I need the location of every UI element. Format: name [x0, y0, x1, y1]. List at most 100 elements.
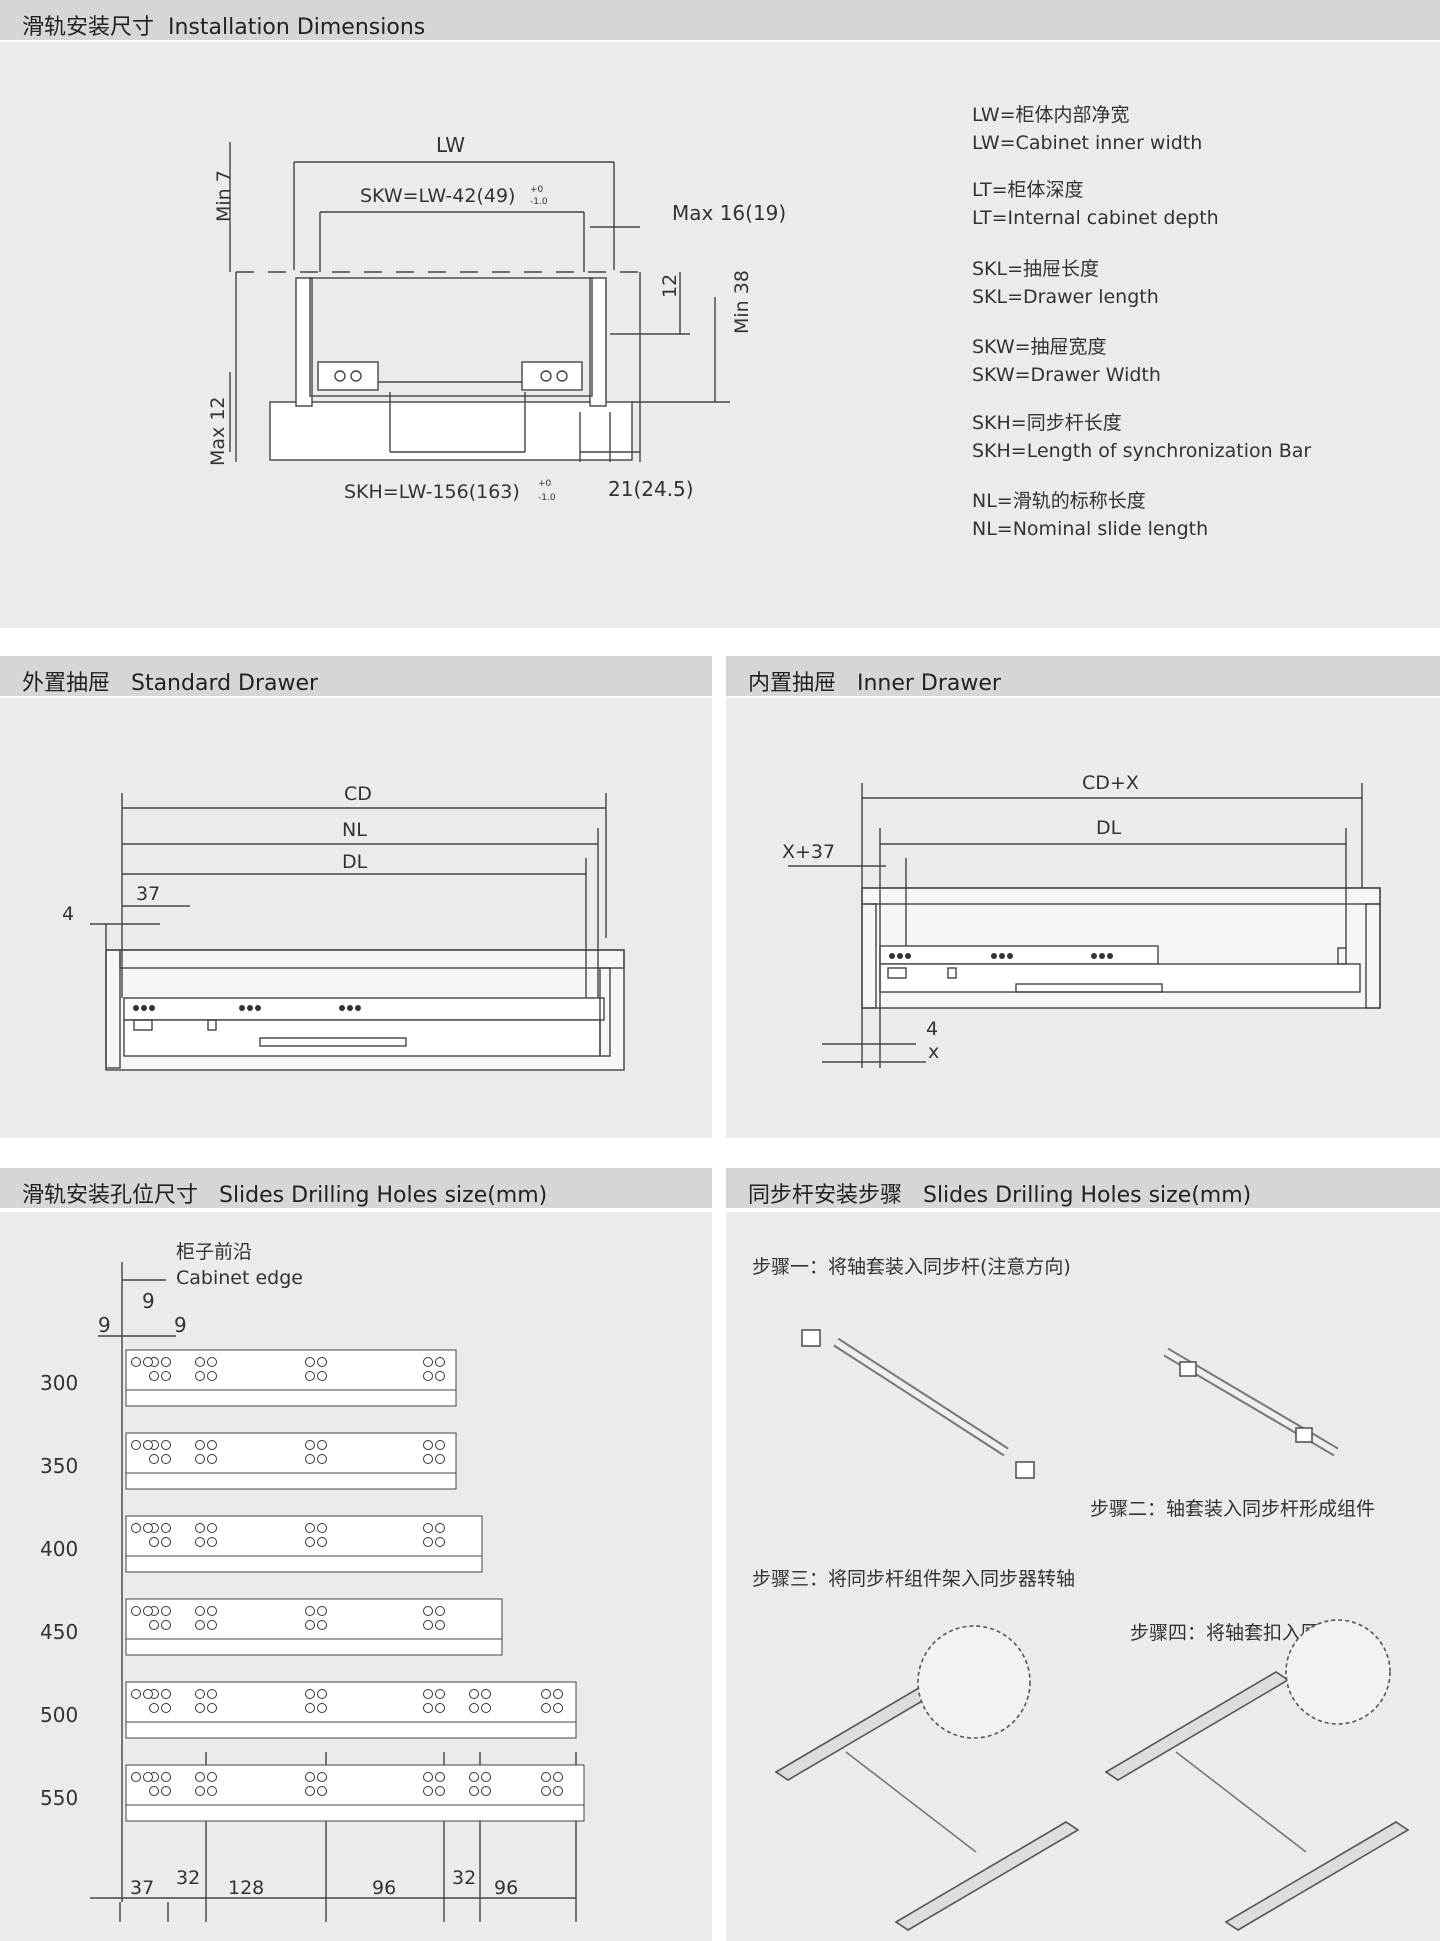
drill-hole — [149, 1703, 159, 1713]
drill-hole — [207, 1537, 217, 1547]
drill-hole — [317, 1703, 327, 1713]
drill-hole — [435, 1371, 445, 1381]
bottom-dim-32b: 32 — [452, 1867, 476, 1889]
drill-hole — [195, 1371, 205, 1381]
drill-hole — [541, 1689, 551, 1699]
drill-hole — [207, 1371, 217, 1381]
slide-rail-lower — [125, 1472, 457, 1490]
drill-hole — [305, 1772, 315, 1782]
drill-hole — [305, 1689, 315, 1699]
drill-hole — [161, 1689, 171, 1699]
drill-hole — [161, 1440, 171, 1450]
drill-hole — [195, 1772, 205, 1782]
drill-hole — [423, 1620, 433, 1630]
drill-hole — [161, 1537, 171, 1547]
drill-hole — [305, 1357, 315, 1367]
dim-4-label: 4 — [926, 1018, 938, 1040]
drill-hole — [423, 1772, 433, 1782]
drill-hole — [195, 1620, 205, 1630]
definition-skl-en: SKL=Drawer length — [972, 286, 1159, 308]
dim-4-label: 4 — [62, 903, 74, 925]
drill-hole — [553, 1772, 563, 1782]
row-label-400: 400 — [40, 1537, 78, 1561]
x37-label: X+37 — [782, 841, 835, 863]
drill-hole — [435, 1606, 445, 1616]
drill-hole — [305, 1371, 315, 1381]
drill-hole — [207, 1454, 217, 1464]
definition-skl-cn: SKL=抽屉长度 — [972, 258, 1100, 280]
drill-hole — [161, 1772, 171, 1782]
drill-hole — [481, 1703, 491, 1713]
drill-hole — [435, 1537, 445, 1547]
drill-hole — [195, 1523, 205, 1533]
cabinet-edge-cn: 柜子前沿 — [176, 1241, 252, 1263]
drill-hole — [207, 1606, 217, 1616]
drill-hole — [553, 1689, 563, 1699]
definition-lt-cn: LT=柜体深度 — [972, 179, 1084, 201]
drill-hole — [161, 1786, 171, 1796]
bottom-dim-96a: 96 — [372, 1877, 396, 1899]
drill-hole — [207, 1440, 217, 1450]
cabinet-edge-en: Cabinet edge — [176, 1267, 303, 1289]
drill-hole — [541, 1786, 551, 1796]
drill-hole — [161, 1523, 171, 1533]
drill-hole — [149, 1620, 159, 1630]
section-title: 滑轨安装孔位尺寸 Slides Drilling Holes size(mm) — [22, 1183, 548, 1208]
definition-skw-en: SKW=Drawer Width — [972, 364, 1161, 386]
max12-label: Max 12 — [207, 397, 229, 467]
drill-hole — [161, 1703, 171, 1713]
drill-hole-front — [143, 1606, 153, 1616]
drill-hole — [305, 1537, 315, 1547]
sync-steps-illustration — [774, 1329, 1410, 1931]
bottom-dim-96b: 96 — [494, 1877, 518, 1899]
slide-rail — [125, 1349, 457, 1391]
drill-hole — [317, 1537, 327, 1547]
drill-hole-front — [131, 1440, 141, 1450]
drill-hole — [161, 1371, 171, 1381]
installation-panel: LW SKW=LW-42(49) +0 -1.0 Max 16(19) Min … — [0, 42, 1440, 628]
drill-hole — [435, 1523, 445, 1533]
drill-hole-front — [131, 1689, 141, 1699]
step-2-text: 步骤二：轴套装入同步杆形成组件 — [1090, 1498, 1376, 1520]
skw-tolerance-top: +0 — [530, 185, 544, 195]
drill-hole — [207, 1523, 217, 1533]
drill-hole-front — [143, 1523, 153, 1533]
drill-hole — [305, 1440, 315, 1450]
definition-skw-cn: SKW=抽屉宽度 — [972, 336, 1107, 358]
slide-rail — [125, 1432, 457, 1474]
row-label-350: 350 — [40, 1454, 78, 1478]
drill-hole-front — [131, 1357, 141, 1367]
max16-label: Max 16(19) — [672, 201, 786, 225]
slide-rail — [125, 1598, 503, 1640]
skh-tolerance-top: +0 — [538, 479, 552, 489]
drill-hole — [469, 1689, 479, 1699]
drill-hole — [435, 1440, 445, 1450]
drill-hole — [149, 1537, 159, 1547]
dim-37-label: 37 — [136, 883, 160, 905]
definition-lt-en: LT=Internal cabinet depth — [972, 207, 1219, 229]
drill-hole — [305, 1523, 315, 1533]
dim-9-left: 9 — [98, 1313, 111, 1337]
section-header-inner: 内置抽屉 Inner Drawer — [726, 656, 1440, 696]
dim-12-label: 12 — [659, 274, 681, 298]
drill-hole — [423, 1440, 433, 1450]
section-title: 外置抽屉 Standard Drawer — [22, 671, 319, 696]
drill-hole — [305, 1703, 315, 1713]
dim-9-right: 9 — [174, 1313, 187, 1337]
bottom-dim-32a: 32 — [176, 1867, 200, 1889]
slide-rail-lower — [125, 1638, 503, 1656]
drill-hole — [149, 1454, 159, 1464]
definition-skh-en: SKH=Length of synchronization Bar — [972, 440, 1312, 462]
drill-hole — [161, 1454, 171, 1464]
drill-hole — [423, 1357, 433, 1367]
sync-steps-panel: 步骤一：将轴套装入同步杆(注意方向) 步骤二：轴套装入同步杆形成组件 步骤三：将… — [726, 1212, 1440, 1941]
slide-rail-lower — [125, 1555, 483, 1573]
dl-label: DL — [1096, 817, 1122, 839]
slide-rail — [125, 1681, 577, 1723]
drill-hole — [541, 1703, 551, 1713]
drill-hole — [161, 1606, 171, 1616]
drill-hole — [195, 1606, 205, 1616]
drill-hole-front — [143, 1772, 153, 1782]
row-label-450: 450 — [40, 1620, 78, 1644]
definition-lw-en: LW=Cabinet inner width — [972, 132, 1203, 154]
